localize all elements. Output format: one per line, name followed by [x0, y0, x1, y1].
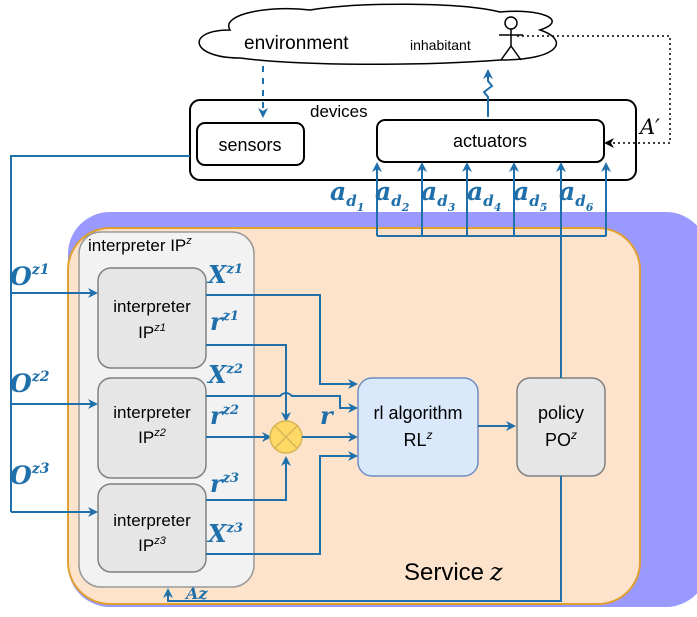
interpreter-1[interactable]: interpreter IPz1 [97, 267, 207, 369]
observation-trunk [10, 155, 190, 512]
interpreter-3-code: IPz3 [138, 535, 167, 555]
interpreter-3[interactable]: interpreter IPz3 [97, 483, 207, 573]
policy-line1: policy [538, 403, 584, 423]
r-1-label: rz1 [210, 307, 239, 336]
combined-reward-label: r [320, 401, 335, 430]
interpreter-3-label: interpreter [113, 511, 191, 530]
rl-algorithm-box[interactable]: rl algorithm RLz [357, 377, 479, 477]
r-1-arrow [206, 344, 291, 422]
observation-2-label: Oz2 [10, 369, 50, 398]
action-2-label: ad2 [375, 177, 410, 214]
action-1-label: ad1 [330, 177, 364, 214]
actuators-label: actuators [453, 131, 527, 151]
actuators-to-inhabitant-arrow [482, 69, 494, 117]
rl-line1: rl algorithm [373, 403, 462, 423]
interpreter-group-title: interpreter IPz [88, 235, 192, 255]
x-2-label: Xz2 [206, 360, 243, 389]
policy-box[interactable]: policy POz [516, 377, 606, 477]
environment-cloud [198, 3, 558, 66]
action-feedback-label: Az [184, 584, 208, 603]
r-2-label: rz2 [210, 401, 239, 430]
interpreter-1-label: interpreter [113, 297, 191, 316]
action-3-label: ad3 [421, 177, 456, 214]
rl-code: RLz [403, 428, 432, 450]
interpreter-2[interactable]: interpreter IPz2 [97, 377, 207, 479]
observation-1-label: Oz1 [10, 262, 49, 291]
action-5-label: ad5 [513, 177, 547, 214]
sensors-box[interactable] [196, 122, 305, 166]
interpreter-1-code: IPz1 [138, 322, 166, 342]
inhabitant-label: inhabitant [410, 37, 471, 53]
reward-combiner [269, 420, 303, 454]
action-6-label: ad6 [559, 177, 594, 214]
policy-code: POz [545, 428, 577, 450]
devices-title: devices [310, 102, 368, 121]
inhabitant-feedback-arrow [517, 35, 671, 148]
action-4-label: ad4 [467, 177, 501, 214]
interpreter-2-label: interpreter [113, 403, 191, 422]
x-3-arrow [206, 451, 358, 555]
observation-3-label: Oz3 [10, 461, 50, 490]
action-feedback-arrow [163, 476, 562, 602]
x-2-arrow [206, 392, 358, 413]
x-3-label: Xz3 [206, 519, 243, 548]
r-3-arrow [206, 456, 291, 501]
r-3-label: rz3 [210, 469, 239, 498]
inhabitant-icon [499, 16, 523, 61]
sensors-label: sensors [218, 135, 281, 155]
x-1-arrow [206, 294, 358, 389]
environment-label: environment [244, 33, 349, 54]
interpreter-2-code: IPz2 [138, 427, 166, 447]
x-1-label: Xz1 [206, 260, 243, 289]
feedback-label: A′ [638, 115, 660, 139]
